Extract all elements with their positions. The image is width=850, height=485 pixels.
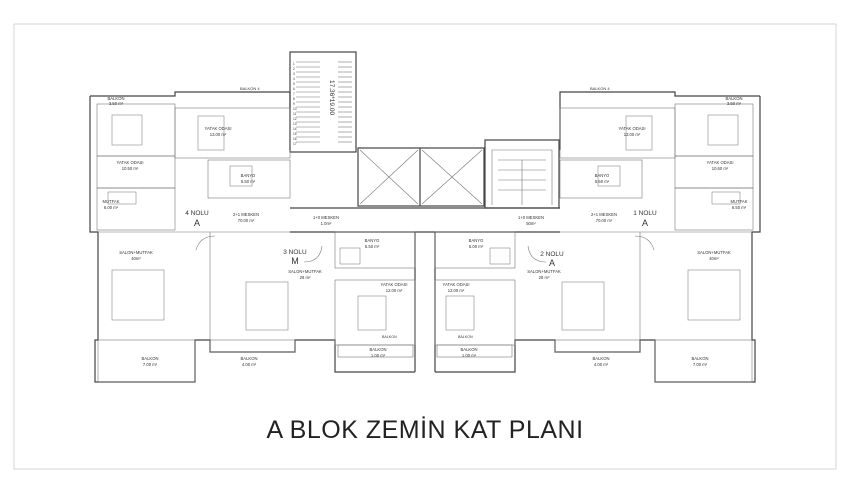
room-area: 40m² (709, 256, 719, 261)
unit-1-number: 1 NOLU (633, 210, 657, 217)
page-frame (13, 23, 837, 470)
stair-number: 1 (293, 62, 295, 66)
stair-treads (296, 61, 352, 143)
room-name: BALKON (108, 96, 125, 101)
building-walls (89, 51, 761, 383)
room-area: 28 m² (300, 275, 311, 280)
room-name: MUTFAK (103, 199, 120, 204)
room-name: BANYO (365, 238, 380, 243)
stair-number: 13 (293, 122, 297, 126)
room-area: 3.50 m² (109, 101, 124, 106)
room-name: BALKON (692, 356, 709, 361)
room-area: 50m² (526, 221, 536, 226)
room-name: YATAK ODASI (443, 282, 470, 287)
room-area: 1.00 m² (371, 353, 386, 358)
stair-number: 7 (293, 92, 295, 96)
stair-number: 8 (293, 97, 295, 101)
room-area: 5.50 m² (365, 244, 380, 249)
dim-mid-balkon: BALKON (458, 335, 473, 339)
room-area: 1.0m² (321, 221, 332, 226)
room-name: BALKON (142, 356, 159, 361)
stair-number: 14 (293, 127, 297, 131)
stair-number: 6 (293, 87, 295, 91)
unit-4-type: A (194, 218, 200, 228)
room-name: MUTFAK (731, 199, 748, 204)
stair-number: 16 (293, 137, 297, 141)
room-labels: BALKON 3.50 m² YATAK ODASI 13.00 m² YATA… (103, 96, 748, 367)
room-name: BALKON (726, 96, 743, 101)
interior-partitions (96, 103, 754, 383)
room-name: SALON+MUTFAK (288, 269, 322, 274)
furniture (107, 114, 741, 331)
room-name: YATAK ODASI (381, 282, 408, 287)
room-name: YATAK ODASI (117, 160, 144, 165)
unit-2-number: 2 NOLU (540, 251, 564, 258)
stair-dimension-label: 17.36*19.00 (328, 80, 335, 115)
room-area: 3.50 m² (727, 101, 742, 106)
room-area: 1.00 m² (462, 353, 477, 358)
room-name: SALON+MUTFAK (527, 269, 561, 274)
unit-4-number: 4 NOLU (185, 210, 209, 217)
room-name: 1+0 MESKEN (313, 215, 339, 220)
room-area: 12.00 m² (386, 288, 403, 293)
room-area: 10.50 m² (122, 166, 139, 171)
stair-number: 4 (293, 77, 295, 81)
unit-1-type: A (642, 218, 648, 228)
room-name: 2+1 MESKEN (591, 212, 617, 217)
room-area: 4.00 m² (594, 362, 609, 367)
room-area: 12.00 m² (448, 288, 465, 293)
room-area: 6.00 m² (104, 205, 119, 210)
stair-number: 11 (293, 112, 297, 116)
room-area: 70.00 m² (596, 218, 613, 223)
stair-number: 10 (293, 107, 297, 111)
stair-number: 17 (293, 142, 297, 146)
room-area: 40m² (131, 256, 141, 261)
stair-number: 9 (293, 102, 295, 106)
room-name: YATAK ODASI (707, 160, 734, 165)
right-stair (491, 149, 553, 205)
room-name: BANYO (469, 238, 484, 243)
room-name: YATAK ODASI (619, 126, 646, 131)
room-area: 6.50 m² (732, 205, 747, 210)
room-name: BALKON (461, 347, 478, 352)
room-area: 13.00 m² (210, 132, 227, 137)
room-name: 2+1 MESKEN (233, 212, 259, 217)
unit-3-number: 3 NOLU (283, 249, 307, 256)
stair-number: 2 (293, 67, 295, 71)
dim-left-balkon: BALKON (382, 335, 397, 339)
room-area: 10.60 m² (712, 166, 729, 171)
room-area: 7.00 m² (693, 362, 708, 367)
room-area: 5.50 m² (241, 179, 256, 184)
room-name: 1+0 MESKEN (518, 215, 544, 220)
stair-number: 12 (293, 117, 297, 121)
room-area: 13.00 m² (624, 132, 641, 137)
unit-badges: 4 NOLU A 1 NOLU A 3 NOLU M 2 NOLU A (185, 210, 657, 268)
plan-title: A BLOK ZEMİN KAT PLANI (266, 416, 584, 444)
stair-number: 5 (293, 82, 295, 86)
room-name: SALON+MUTFAK (119, 250, 153, 255)
stair-number: 3 (293, 72, 295, 76)
room-area: 4.00 m² (242, 362, 257, 367)
dim-right-top: BALKON 4 (590, 86, 610, 91)
room-name: YATAK ODASI (205, 126, 232, 131)
room-area: 7.00 m² (143, 362, 158, 367)
room-area: 28 m² (539, 275, 550, 280)
stair-number: 15 (293, 132, 297, 136)
room-name: SALON+MUTFAK (697, 250, 731, 255)
room-name: BALKON (370, 347, 387, 352)
room-area: 5.50 m² (595, 179, 610, 184)
dim-left-top: BALKON 4 (240, 86, 260, 91)
unit-2-type: A (549, 258, 555, 268)
room-name: BANYO (595, 173, 610, 178)
room-name: BALKON (593, 356, 610, 361)
room-name: BANYO (241, 173, 256, 178)
room-area: 70.00 m² (238, 218, 255, 223)
unit-3-type: M (291, 256, 299, 266)
room-area: 5.00 m² (469, 244, 484, 249)
room-name: BALKON (241, 356, 258, 361)
elevator-shafts (359, 149, 483, 205)
